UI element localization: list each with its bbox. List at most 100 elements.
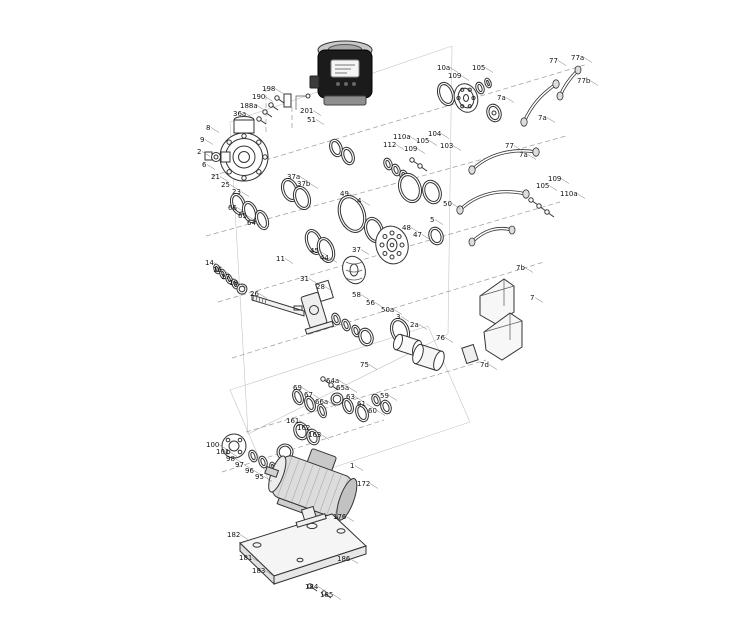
o-ring xyxy=(342,397,354,415)
label-leader xyxy=(349,558,359,564)
part-label: 44 xyxy=(320,254,329,262)
o-ring xyxy=(258,455,268,469)
coupling-disc xyxy=(375,225,409,265)
label-leader xyxy=(236,207,246,213)
part-label: 110a xyxy=(393,133,411,141)
label-leader xyxy=(338,380,348,386)
label-leader xyxy=(201,151,211,157)
label-leader xyxy=(312,110,322,116)
part-label: 51 xyxy=(307,116,316,124)
screw xyxy=(256,116,267,125)
fan-cover xyxy=(336,478,358,521)
part-label: 60 xyxy=(368,407,377,415)
label-leader xyxy=(400,316,410,322)
o-ring xyxy=(341,318,351,332)
shaft-seal xyxy=(342,255,366,285)
label-leader xyxy=(229,184,239,190)
o-ring xyxy=(292,185,312,211)
part-label: 9 xyxy=(200,136,204,144)
part-label: 7a xyxy=(538,114,547,122)
o-ring xyxy=(351,324,361,338)
part-label: 110a xyxy=(560,190,578,198)
part-label: 109 xyxy=(548,175,561,183)
label-leader xyxy=(263,476,273,482)
o-ring xyxy=(397,172,423,204)
label-leader xyxy=(416,148,426,154)
part-label: 37b xyxy=(297,180,311,188)
o-ring xyxy=(380,399,392,415)
label-leader xyxy=(320,434,330,440)
label-leader xyxy=(449,67,459,73)
part-label: 61 xyxy=(357,400,366,408)
part-label: 65a xyxy=(336,384,349,392)
label-leader xyxy=(284,258,294,264)
motor-fins xyxy=(277,456,349,518)
label-leader xyxy=(237,282,247,288)
part-label: 176 xyxy=(333,513,347,521)
label-leader xyxy=(328,257,338,263)
part-label: 7a xyxy=(497,94,506,102)
part-label: 162 xyxy=(297,424,310,432)
label-leader xyxy=(245,113,255,119)
label-leader xyxy=(484,67,494,73)
label-leader xyxy=(301,387,311,393)
baseplate xyxy=(239,513,367,586)
label-leader xyxy=(309,183,319,189)
part-label: 63 xyxy=(346,393,355,401)
label-leader xyxy=(589,80,599,86)
screw xyxy=(262,109,273,118)
part-label: 2a xyxy=(410,321,419,329)
part-label: 56 xyxy=(366,299,375,307)
label-leader xyxy=(327,401,337,407)
label-leader xyxy=(246,215,256,221)
part-label: 48 xyxy=(402,224,411,232)
o-ring xyxy=(304,395,316,413)
label-leader xyxy=(243,464,253,470)
coupling-guards xyxy=(461,278,523,365)
label-leader xyxy=(221,269,231,275)
controller-unit xyxy=(309,40,373,106)
label-leader xyxy=(560,178,570,184)
part-label: 7 xyxy=(530,294,534,302)
part-label: 7d xyxy=(480,361,489,369)
label-leader xyxy=(546,117,556,123)
o-ring xyxy=(331,312,341,326)
label-leader xyxy=(315,119,325,125)
label-leader xyxy=(234,458,244,464)
part-label: 14 xyxy=(205,259,214,267)
flange-disc xyxy=(453,83,497,116)
part-label: 25 xyxy=(221,181,230,189)
o-ring xyxy=(248,449,258,463)
label-leader xyxy=(460,75,470,81)
screw xyxy=(417,163,428,172)
label-leader xyxy=(204,139,214,145)
label-leader xyxy=(368,364,378,370)
part-label: 101 xyxy=(216,448,229,456)
labels-layer: 36a8926212523190198188a2015110a1091057a7… xyxy=(197,54,599,600)
part-label: 59 xyxy=(380,392,389,400)
o-ring xyxy=(292,388,304,406)
label-leader xyxy=(374,302,384,308)
part-label: 201 xyxy=(300,107,313,115)
part-label: 47 xyxy=(413,231,422,239)
label-leader xyxy=(317,586,327,592)
part-label: 7b xyxy=(516,264,525,272)
label-leader xyxy=(452,145,462,151)
label-leader xyxy=(444,337,454,343)
screw xyxy=(274,95,285,104)
part-label: 76 xyxy=(436,334,445,342)
part-label: 95 xyxy=(255,473,264,481)
part-label: 112 xyxy=(383,141,396,149)
part-label: 105 xyxy=(536,182,549,190)
part-label: 67 xyxy=(304,391,313,399)
part-label: 181 xyxy=(239,554,252,562)
part-label: 96 xyxy=(245,467,254,475)
part-label: 188a xyxy=(240,102,258,110)
pump-shaft xyxy=(251,294,305,317)
label-leader xyxy=(409,136,419,142)
label-leader xyxy=(213,262,223,268)
part-label: 18 xyxy=(229,279,238,287)
label-leader xyxy=(527,154,537,160)
o-ring xyxy=(254,209,270,231)
